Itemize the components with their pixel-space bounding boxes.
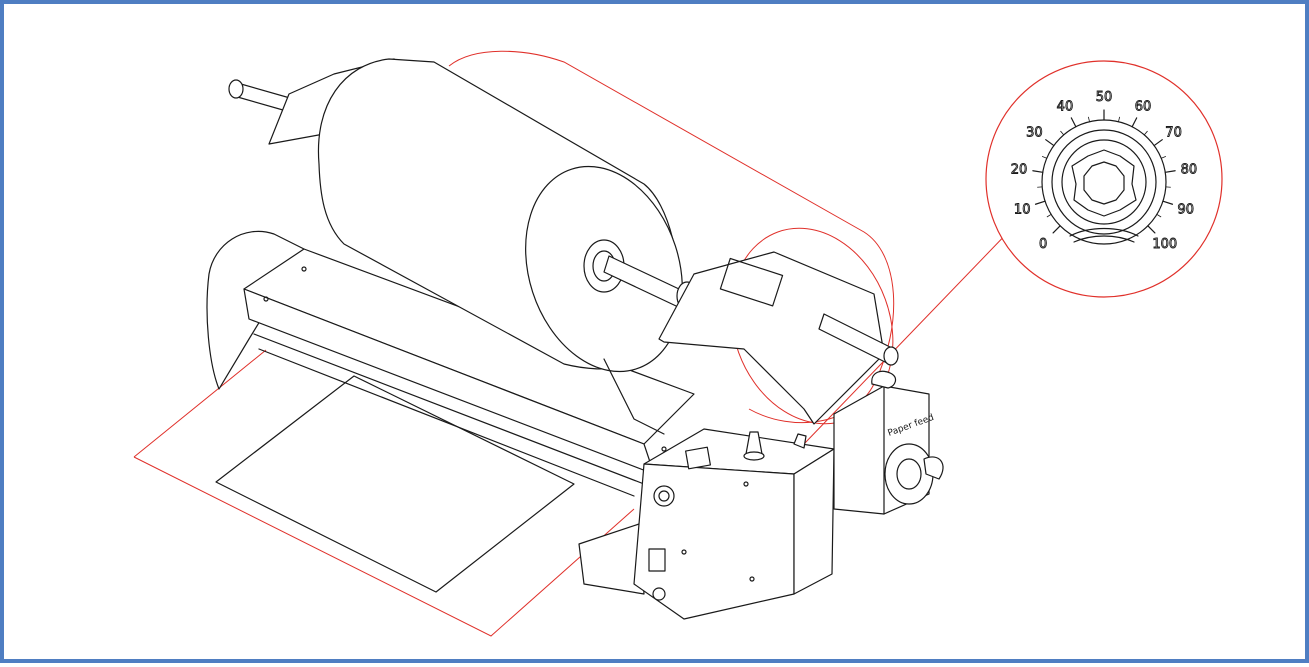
dial-label: 80 — [1181, 163, 1198, 178]
dial-label: 0 — [1039, 237, 1047, 252]
dial-label: 10 — [1014, 203, 1031, 218]
top-knob — [872, 371, 896, 388]
dial-callout: 0 10 20 30 40 50 60 70 80 90 100 — [986, 61, 1222, 297]
control-housing — [634, 429, 834, 619]
dial-label: 60 — [1135, 99, 1152, 114]
side-panel: Paper feed — [834, 371, 943, 514]
rocker-switch — [649, 549, 665, 571]
square-button — [686, 447, 711, 469]
dial-label: 90 — [1178, 203, 1195, 218]
dial-label: 30 — [1026, 125, 1043, 140]
power-button — [654, 486, 674, 506]
dial-label: 100 — [1152, 237, 1177, 252]
machine-illustration: Paper feed 0 10 20 30 40 50 60 70 80 90 100 — [4, 4, 1309, 667]
dial-label: 40 — [1057, 99, 1074, 114]
dial-label: 50 — [1096, 90, 1113, 105]
connector — [653, 588, 665, 600]
dial-label: 70 — [1165, 125, 1182, 140]
housing-side — [794, 449, 834, 594]
dial-label: 20 — [1011, 163, 1028, 178]
